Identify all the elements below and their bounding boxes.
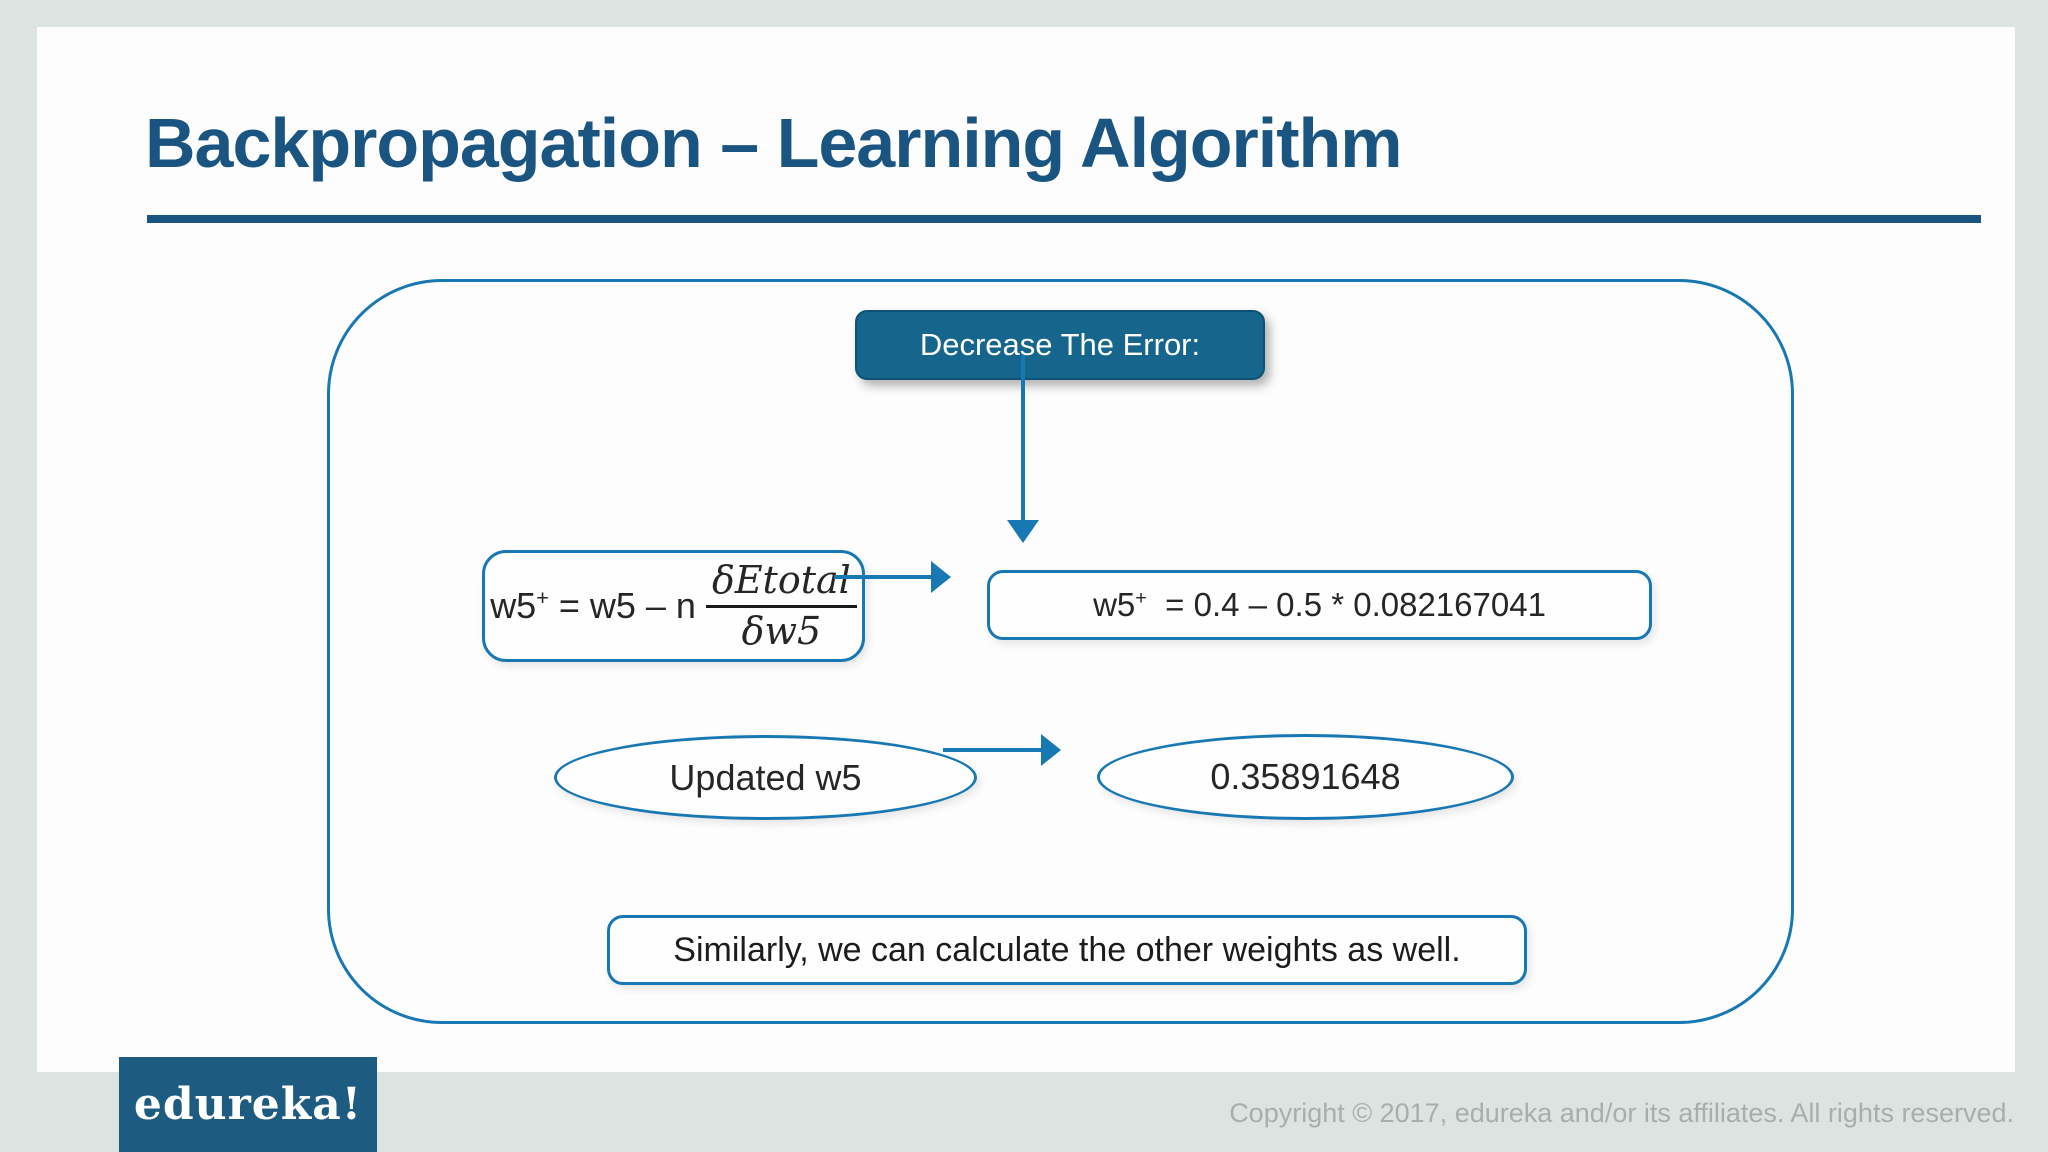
updated-w5-label: Updated w5 xyxy=(669,756,862,798)
formula-expression: w5+ = w5 – n xyxy=(490,585,696,627)
diagram-container xyxy=(327,279,1794,1024)
note-label: Similarly, we can calculate the other we… xyxy=(673,930,1461,969)
calc-rest: = 0.4 – 0.5 * 0.082167041 xyxy=(1146,586,1546,623)
weight-calculation-box: w5+ = 0.4 – 0.5 * 0.082167041 xyxy=(987,570,1652,640)
fraction-denominator: δw5 xyxy=(741,608,822,653)
calc-superscript: + xyxy=(1135,587,1147,609)
edureka-logo-text: edureka! xyxy=(133,1079,363,1130)
decrease-error-label: Decrease The Error: xyxy=(919,327,1201,362)
updated-value-label: 0.35891648 xyxy=(1210,756,1401,797)
formula-fraction: δEtotal δw5 xyxy=(705,558,857,653)
updated-value-ellipse: 0.35891648 xyxy=(1097,734,1514,820)
page-title: Backpropagation – Learning Algorithm xyxy=(145,104,1403,182)
title-underline xyxy=(147,215,1981,223)
note-box: Similarly, we can calculate the other we… xyxy=(607,915,1527,985)
formula-superscript: + xyxy=(536,585,549,610)
formula-base: w5 xyxy=(490,585,537,626)
fraction-numerator: δEtotal xyxy=(705,558,857,608)
slide: Backpropagation – Learning Algorithm Dec… xyxy=(37,27,2015,1072)
calc-base: w5 xyxy=(1093,586,1136,623)
formula-rest: = w5 – n xyxy=(548,585,696,626)
updated-w5-ellipse: Updated w5 xyxy=(554,735,977,820)
weight-update-formula-box: w5+ = w5 – n δEtotal δw5 xyxy=(482,550,865,662)
calc-expression: w5+ = 0.4 – 0.5 * 0.082167041 xyxy=(1093,586,1546,624)
decrease-error-button: Decrease The Error: xyxy=(855,310,1265,380)
edureka-logo: edureka! xyxy=(119,1057,377,1152)
copyright-text: Copyright © 2017, edureka and/or its aff… xyxy=(1229,1098,2014,1128)
